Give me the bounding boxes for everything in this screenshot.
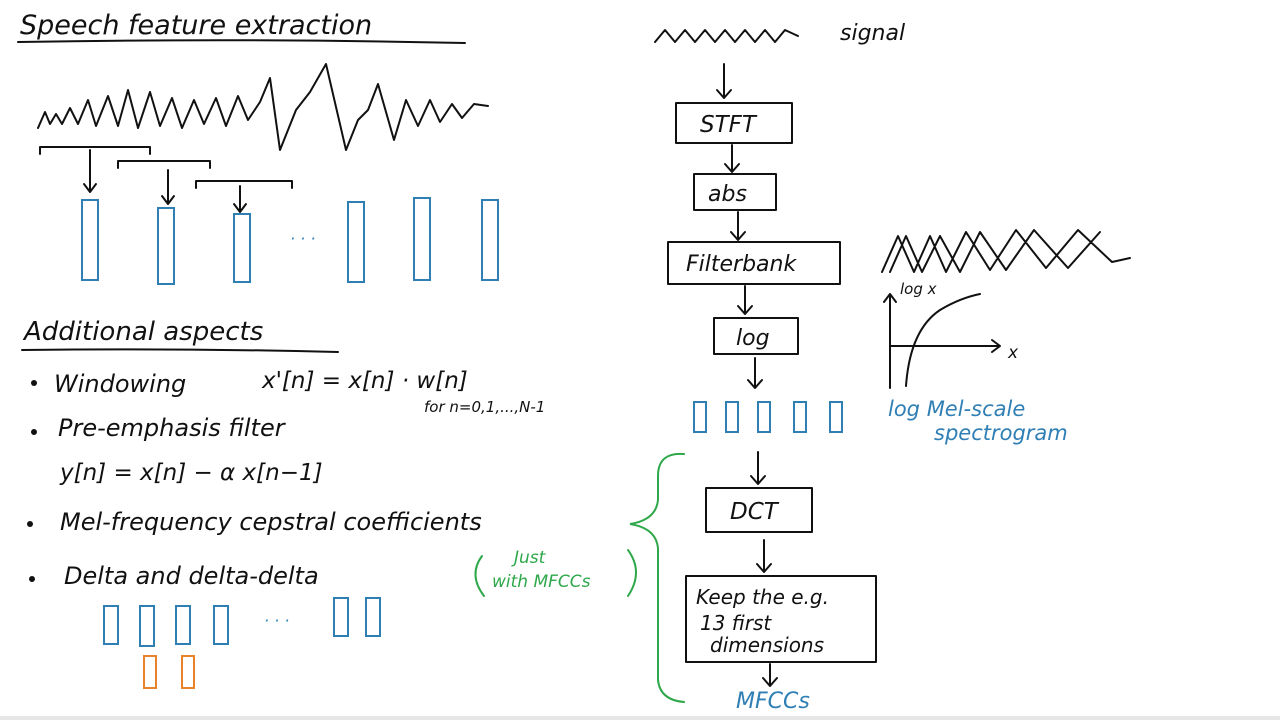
- delta-blue-frame: [333, 597, 349, 637]
- note-paren-right: [627, 549, 637, 597]
- feature-frame: [347, 201, 365, 283]
- feature-frame: [481, 199, 499, 281]
- frame-bracket-3: [195, 180, 293, 189]
- delta-blue-frame: [213, 605, 229, 645]
- pre-emphasis-formula: y[n] = x[n] − α x[n−1]: [59, 460, 323, 486]
- title-underline: [17, 39, 466, 44]
- bullet-dot: [31, 429, 37, 435]
- mfcc-brace: [629, 452, 685, 703]
- log-plot-x-label: x: [1007, 343, 1019, 363]
- windowing-formula: x'[n] = x[n] · w[n]: [261, 368, 468, 394]
- arrow-dct-keep: [756, 539, 772, 573]
- mel-frame: [829, 401, 843, 433]
- delta-blue-frame: [103, 605, 119, 645]
- mel-frame: [757, 401, 771, 433]
- keep-dims-line1: Keep the e.g.: [696, 585, 829, 609]
- additional-aspects-heading: Additional aspects: [22, 317, 263, 347]
- speech-waveform: [37, 63, 489, 151]
- frames-ellipsis: · · ·: [290, 229, 315, 248]
- bullet-delta: Delta and delta-delta: [64, 562, 319, 590]
- bullet-mfcc: Mel-frequency cepstral coefficients: [60, 508, 482, 536]
- mel-frame: [793, 401, 807, 433]
- log-plot-y-axis: [883, 293, 897, 389]
- feature-frame: [233, 213, 251, 283]
- delta-blue-frame: [365, 597, 381, 637]
- arrow-abs-filterbank: [730, 211, 746, 241]
- delta-blue-frame: [139, 605, 155, 647]
- arrow-spectrogram-dct: [750, 451, 766, 485]
- arrow-keep-output: [762, 663, 778, 687]
- filterbank-box: [667, 241, 841, 285]
- bullet-dot: [29, 576, 35, 582]
- mfcc-note-line2: with MFCCs: [492, 572, 591, 592]
- log-curve: [905, 293, 981, 387]
- mel-filterbank-triangles: [881, 229, 1131, 273]
- spectrogram-label-line2: spectrogram: [934, 421, 1068, 445]
- arrow-stft-abs: [724, 144, 740, 173]
- delta-orange-frame: [143, 655, 157, 689]
- windowing-range-note: for n=0,1,...,N-1: [424, 398, 545, 416]
- feature-frame: [413, 197, 431, 281]
- feature-frame: [81, 199, 99, 281]
- heading-underline: [21, 348, 339, 353]
- bullet-windowing: Windowing: [54, 370, 186, 398]
- input-signal-wave: [654, 29, 799, 43]
- keep-dims-line2: 13 first: [700, 611, 772, 635]
- delta-ellipsis: · · ·: [264, 611, 289, 630]
- bottom-edge-bar: [0, 716, 1280, 720]
- log-box: [713, 317, 799, 355]
- mel-frame: [725, 401, 739, 433]
- frame-bracket-2: [117, 160, 211, 169]
- abs-label: abs: [708, 182, 747, 207]
- mel-frame: [693, 401, 707, 433]
- stft-label: STFT: [700, 112, 758, 138]
- note-paren-left: [474, 555, 485, 597]
- keep-dims-line3: dimensions: [710, 633, 824, 657]
- log-label: log: [736, 326, 770, 351]
- log-plot-x-axis: [889, 339, 1001, 353]
- arrow-log-spectrogram: [747, 357, 763, 389]
- bullet-dot: [31, 380, 37, 386]
- delta-orange-frame: [181, 655, 195, 689]
- abs-box: [693, 173, 777, 211]
- frame-arrow-2: [161, 169, 175, 205]
- page-title: Speech feature extraction: [20, 10, 372, 41]
- bullet-pre-emphasis: Pre-emphasis filter: [58, 414, 287, 442]
- delta-blue-frame: [175, 605, 191, 645]
- dct-label: DCT: [730, 499, 780, 525]
- spectrogram-label-line1: log Mel-scale: [888, 397, 1025, 421]
- mfcc-note-line1: Just: [511, 548, 547, 568]
- frame-bracket-1: [39, 146, 151, 155]
- dct-box: [705, 487, 813, 533]
- keep-dims-box: [685, 575, 877, 663]
- log-plot-y-label: log x: [900, 280, 937, 298]
- feature-frame: [157, 207, 175, 285]
- signal-label: signal: [840, 21, 905, 46]
- bullet-dot: [27, 521, 33, 527]
- mfccs-output-label: MFCCs: [736, 689, 810, 714]
- arrow-filterbank-log: [737, 285, 753, 315]
- arrow-signal-stft: [716, 63, 732, 99]
- frame-arrow-1: [83, 149, 97, 193]
- filterbank-label: Filterbank: [686, 252, 797, 277]
- frame-arrow-3: [233, 185, 247, 213]
- stft-box: [675, 102, 793, 144]
